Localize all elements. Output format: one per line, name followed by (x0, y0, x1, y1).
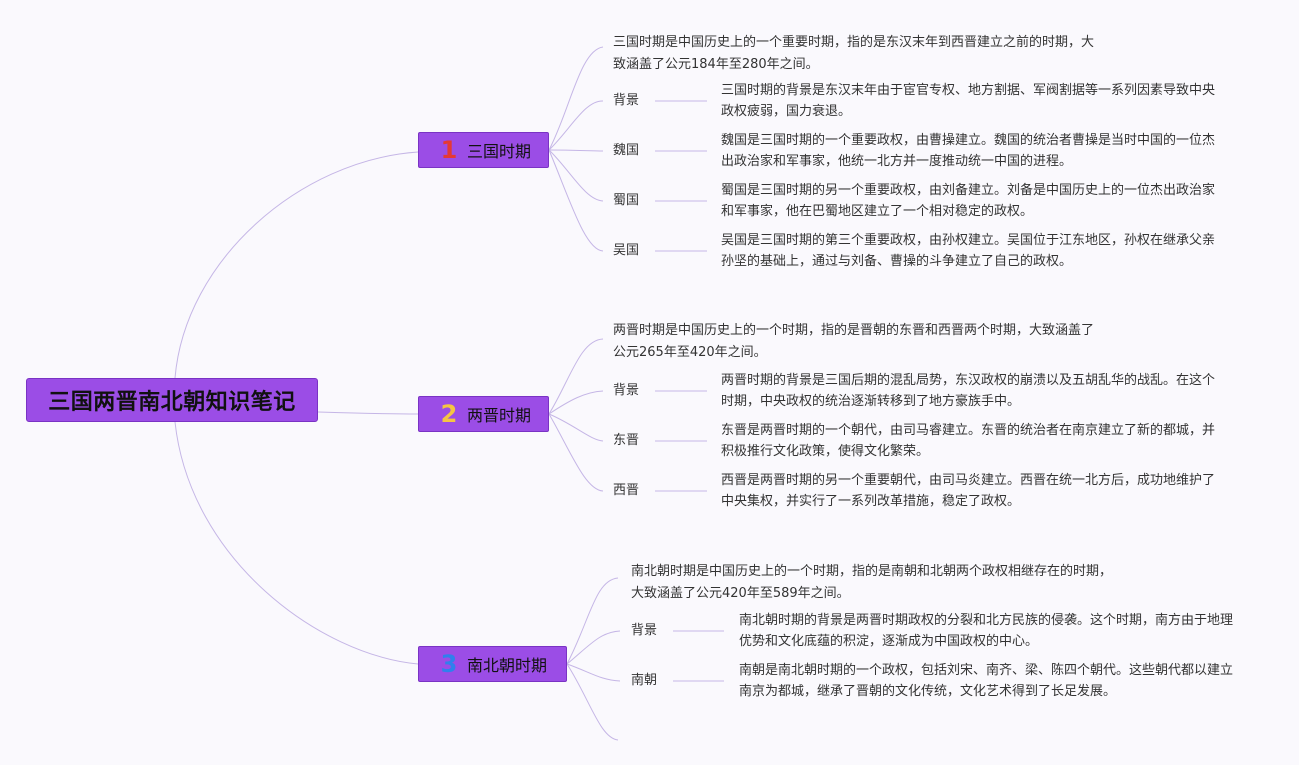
leaf-label-dongjin[interactable]: 东晋 (613, 433, 640, 448)
branch-title: 两晋时期 (467, 406, 532, 425)
leaf-label-background[interactable]: 背景 (613, 383, 640, 398)
branch-summary: 两晋时期是中国历史上的一个时期，指的是晋朝的东晋和西晋两个时期，大致涵盖了公元2… (613, 323, 1095, 360)
root-node[interactable]: 三国两晋南北朝知识笔记 (26, 378, 318, 422)
branch-summary: 三国时期是中国历史上的一个重要时期，指的是东汉末年到西晋建立之前的时期，大致涵盖… (613, 35, 1095, 72)
leaf-description: 魏国是三国时期的一个重要政权，由曹操建立。魏国的统治者曹操是当时中国的一位杰出政… (721, 133, 1216, 169)
leaf-description: 吴国是三国时期的第三个重要政权，由孙权建立。吴国位于江东地区，孙权在继承父亲孙坚… (721, 233, 1216, 269)
leaf-label-wu[interactable]: 吴国 (613, 243, 640, 258)
leaf-description: 南北朝时期的背景是两晋时期政权的分裂和北方民族的侵袭。这个时期，南方由于地理优势… (739, 613, 1234, 649)
leaf-description: 东晋是两晋时期的一个朝代，由司马睿建立。东晋的统治者在南京建立了新的都城，并积极… (721, 423, 1216, 459)
branch-title: 三国时期 (467, 142, 532, 161)
leaf-label-wei[interactable]: 魏国 (613, 143, 640, 158)
leaf-label-nanchao[interactable]: 南朝 (631, 673, 658, 688)
leaf-description: 蜀国是三国时期的另一个重要政权，由刘备建立。刘备是中国历史上的一位杰出政治家和军… (721, 183, 1216, 219)
branch-node-liangjin[interactable]: 2 两晋时期 (418, 396, 549, 432)
leaf-description: 西晋是两晋时期的另一个重要朝代，由司马炎建立。西晋在统一北方后，成功地维护了中央… (721, 473, 1216, 509)
leaf-label-xijin[interactable]: 西晋 (613, 483, 640, 498)
leaf-label-shu[interactable]: 蜀国 (613, 193, 640, 208)
number-three-icon: 3 (440, 650, 458, 678)
root-title: 三国两晋南北朝知识笔记 (48, 390, 296, 415)
branch-summary: 南北朝时期是中国历史上的一个时期，指的是南朝和北朝两个政权相继存在的时期，大致涵… (631, 564, 1113, 601)
leaf-description: 南朝是南北朝时期的一个政权，包括刘宋、南齐、梁、陈四个朝代。这些朝代都以建立南京… (739, 663, 1234, 699)
leaf-description: 三国时期的背景是东汉末年由于宦官专权、地方割据、军阀割据等一系列因素导致中央政权… (721, 83, 1216, 119)
branch-node-nanbeichao[interactable]: 3 南北朝时期 (418, 646, 567, 682)
leaf-label-background[interactable]: 背景 (631, 623, 658, 638)
number-two-icon: 2 (440, 400, 458, 428)
number-one-icon: 1 (440, 136, 458, 164)
branch-title: 南北朝时期 (467, 656, 548, 675)
leaf-description: 两晋时期的背景是三国后期的混乱局势，东汉政权的崩溃以及五胡乱华的战乱。在这个时期… (721, 373, 1216, 409)
leaf-label-background[interactable]: 背景 (613, 93, 640, 108)
branch-node-sanguo[interactable]: 1 三国时期 (418, 132, 549, 168)
